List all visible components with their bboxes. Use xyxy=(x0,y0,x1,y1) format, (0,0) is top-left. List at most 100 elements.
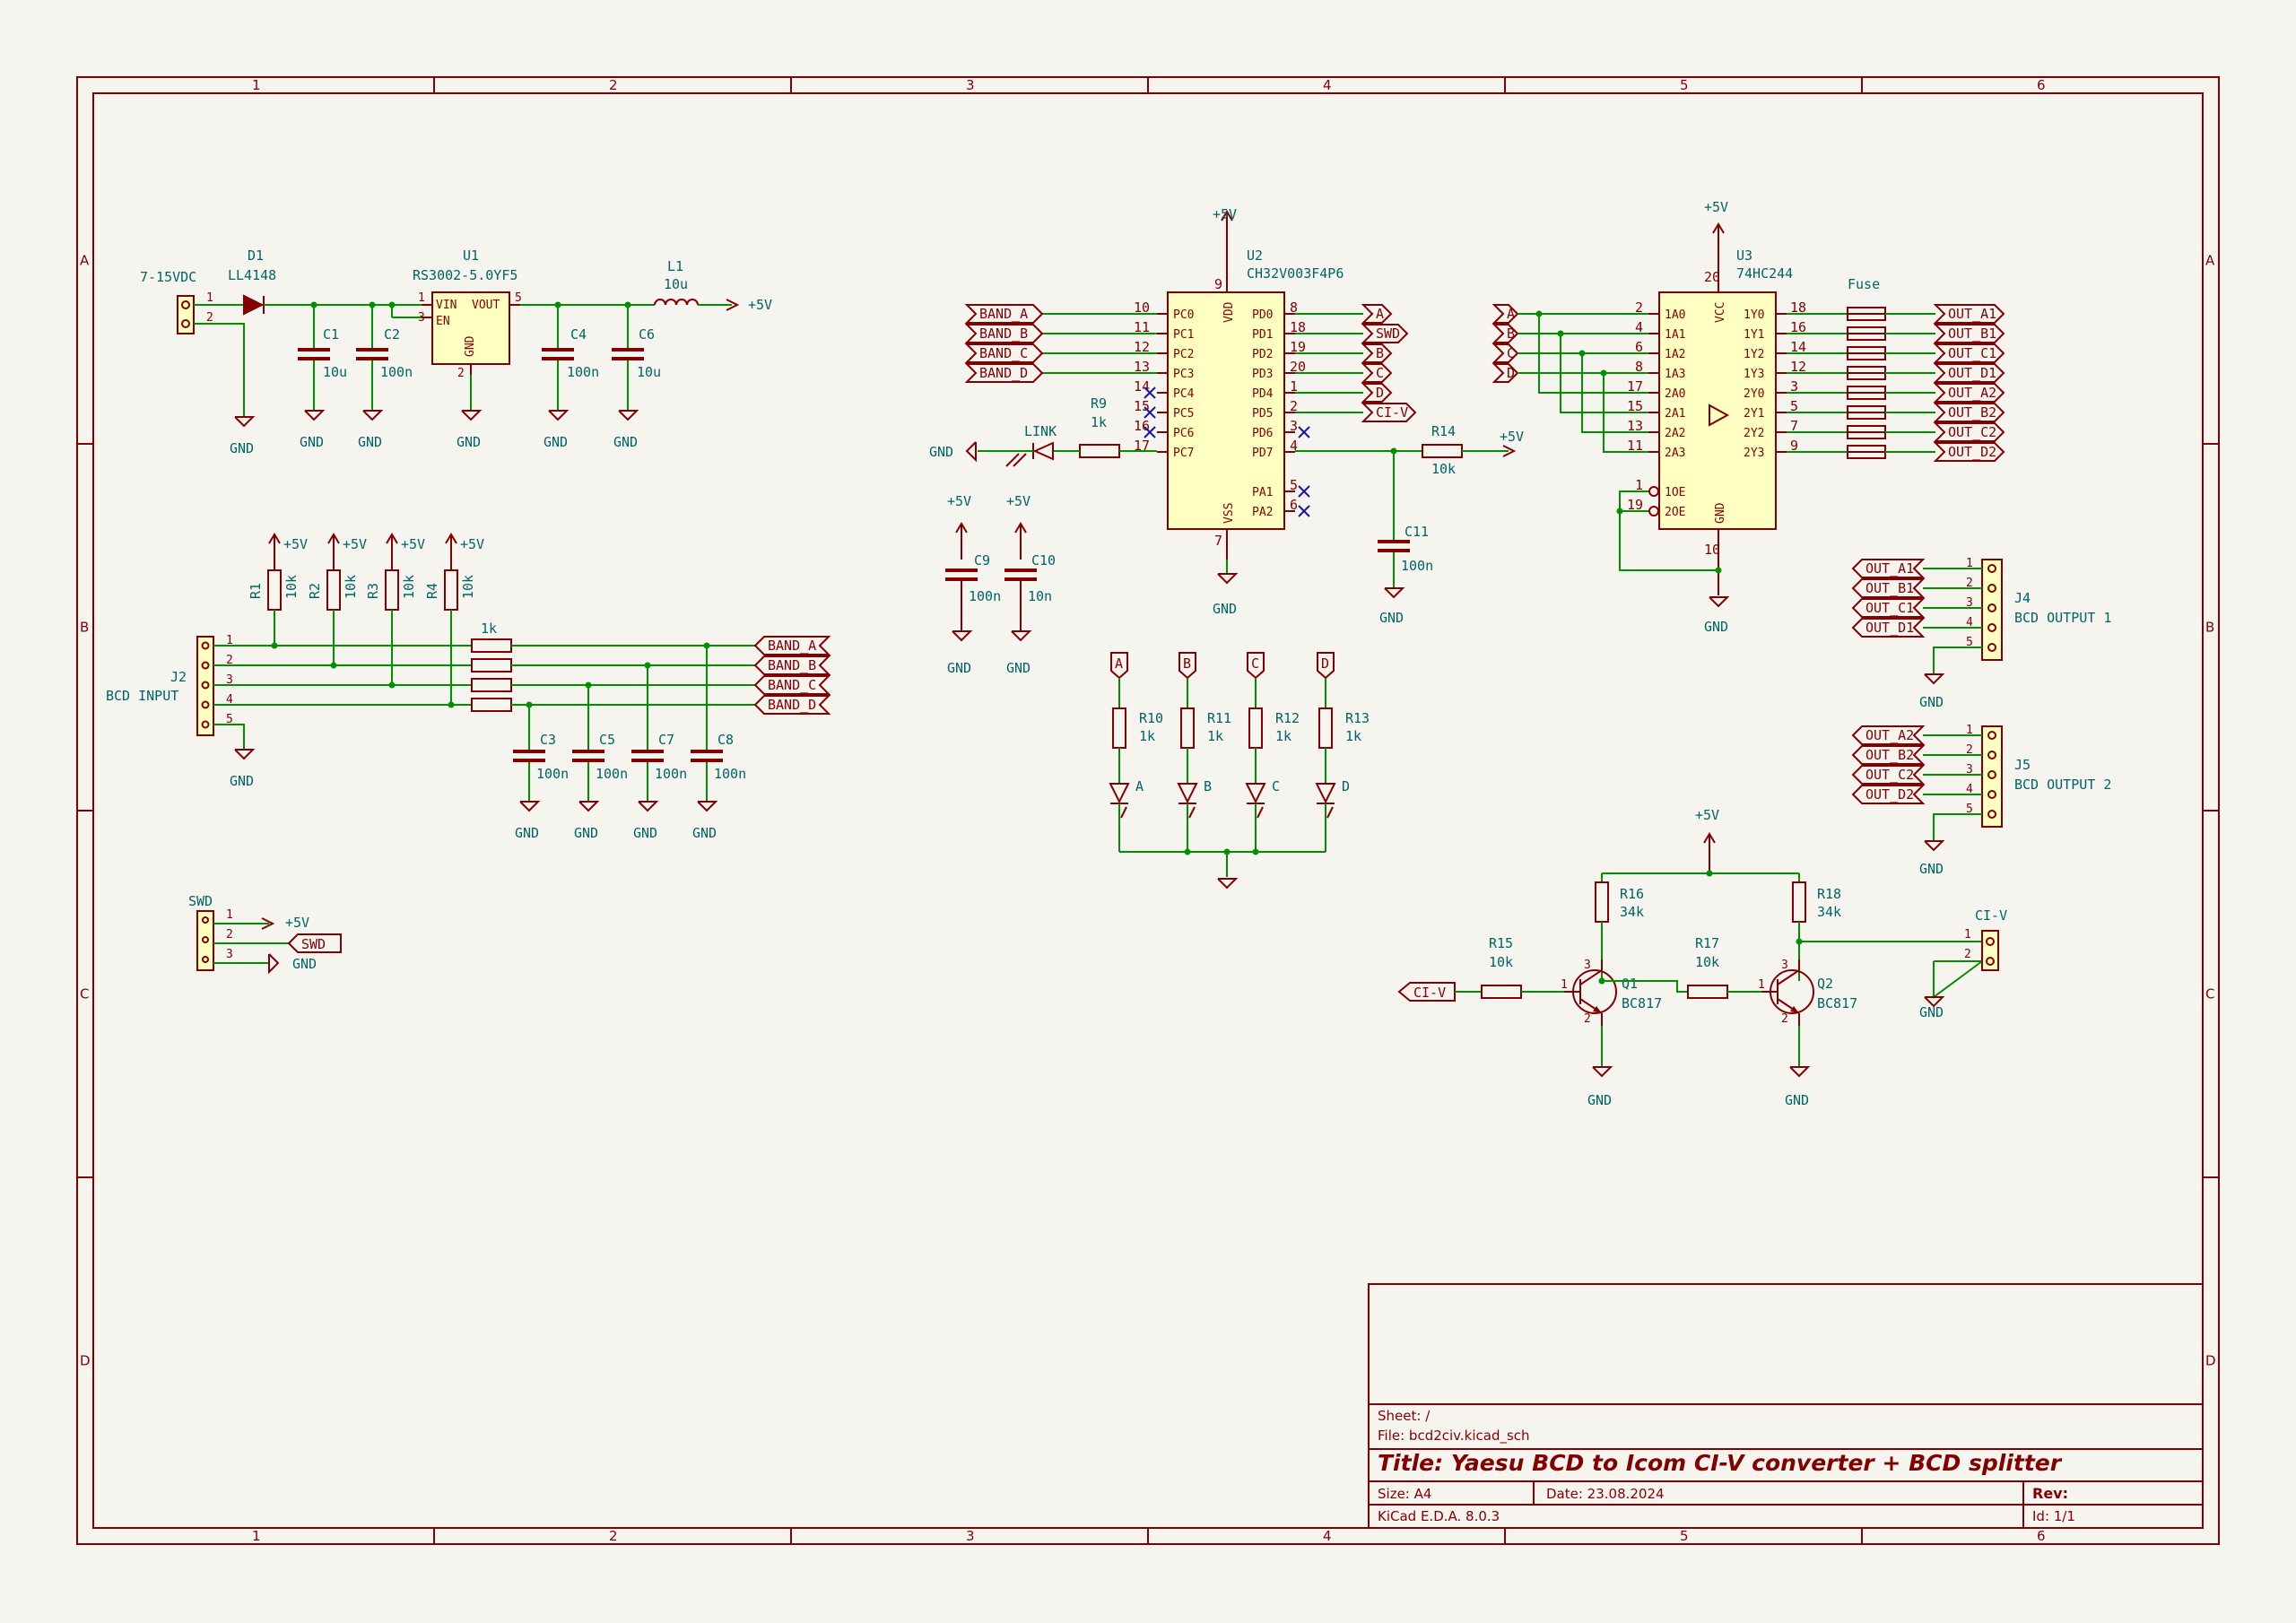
tb-id: Id: 1/1 xyxy=(2032,1508,2075,1524)
svg-text:5: 5 xyxy=(226,713,233,726)
svg-text:R11: R11 xyxy=(1207,710,1231,726)
svg-text:13: 13 xyxy=(1134,359,1150,375)
svg-text:D: D xyxy=(1376,385,1384,401)
r9-val: 1k xyxy=(1091,414,1107,430)
svg-text:3: 3 xyxy=(418,311,425,325)
mcu-band-label-1: BAND_B xyxy=(964,324,1044,343)
cap-C7-gnd-label: GND xyxy=(633,825,657,841)
svg-text:D: D xyxy=(1507,365,1515,381)
c2-gnd-symbol xyxy=(362,410,384,421)
border-row-left-C: C xyxy=(80,986,89,1002)
j5-label-1: OUT_B2 xyxy=(1851,745,1926,765)
svg-text:GND: GND xyxy=(1919,861,1944,877)
svg-text:C8: C8 xyxy=(718,732,734,748)
border-row-right-A: A xyxy=(2205,253,2215,269)
tb-file: File: bcd2civ.kicad_sch xyxy=(1378,1428,1530,1445)
svg-text:2: 2 xyxy=(1966,577,1973,590)
svg-text:C: C xyxy=(1272,778,1280,794)
cap-C8-gnd-symbol xyxy=(697,801,718,812)
svg-text:OUT_C1: OUT_C1 xyxy=(1948,345,1996,361)
svg-text:1: 1 xyxy=(418,291,425,305)
svg-text:10k: 10k xyxy=(401,575,417,599)
svg-text:B: B xyxy=(1183,655,1191,672)
border-row-left-A: A xyxy=(80,253,90,269)
c6-val: 10u xyxy=(637,364,661,380)
c4-gnd-label: GND xyxy=(544,434,568,450)
svg-text:3: 3 xyxy=(1966,596,1973,610)
svg-text:15: 15 xyxy=(1627,398,1643,414)
svg-text:PC7: PC7 xyxy=(1173,447,1194,460)
series-resistor-value: 1k xyxy=(481,621,497,637)
svg-text:B: B xyxy=(1204,778,1212,794)
svg-text:1Y2: 1Y2 xyxy=(1744,348,1764,361)
civ-connector-label: CI-V xyxy=(1975,907,2007,924)
c10-plus5: +5V xyxy=(1006,493,1031,509)
svg-text:14: 14 xyxy=(1134,378,1150,395)
svg-text:2A2: 2A2 xyxy=(1665,427,1685,440)
c2-val: 100n xyxy=(380,364,413,380)
q2-val: BC817 xyxy=(1817,995,1857,1011)
svg-text:OUT_D1: OUT_D1 xyxy=(1948,365,1996,381)
u2-body xyxy=(1167,291,1285,530)
c6-ref: C6 xyxy=(639,326,655,343)
svg-text:PC0: PC0 xyxy=(1173,308,1194,322)
l1-ref: L1 xyxy=(667,258,683,274)
tb-size: Size: A4 xyxy=(1378,1486,1431,1502)
svg-text:2: 2 xyxy=(226,928,233,942)
svg-text:3: 3 xyxy=(226,673,233,687)
svg-text:B: B xyxy=(1507,325,1515,342)
svg-text:BAND_D: BAND_D xyxy=(768,697,816,713)
u1-val: RS3002-5.0YF5 xyxy=(413,267,517,283)
series-resistor-1 xyxy=(471,638,512,653)
cap-C7-gnd-symbol xyxy=(638,801,659,812)
j4-val: BCD OUTPUT 1 xyxy=(2014,610,2111,626)
svg-text:11: 11 xyxy=(1627,438,1643,454)
svg-text:1Y0: 1Y0 xyxy=(1744,308,1764,322)
svg-text:19: 19 xyxy=(1627,497,1643,513)
mcu-out-label-0: A xyxy=(1361,304,1393,324)
border-row-right-C: C xyxy=(2205,986,2214,1002)
svg-text:4: 4 xyxy=(1290,438,1298,454)
svg-text:5: 5 xyxy=(1790,398,1798,414)
svg-text:D: D xyxy=(1342,778,1350,794)
c9-c10-decoupling: +5V C9 100n GND +5V C10 10n GND xyxy=(945,493,1056,676)
svg-text:2Y0: 2Y0 xyxy=(1744,387,1764,401)
series-resistor-4 xyxy=(471,698,512,712)
fuse-label: Fuse xyxy=(1848,276,1880,292)
svg-text:1: 1 xyxy=(1758,978,1765,992)
c4-val: 100n xyxy=(567,364,599,380)
svg-text:18: 18 xyxy=(1290,319,1306,335)
svg-text:1: 1 xyxy=(1561,978,1568,992)
svg-text:OUT_A2: OUT_A2 xyxy=(1948,385,1996,401)
c2-ref: C2 xyxy=(384,326,400,343)
mcu-out-label-3: C xyxy=(1361,363,1393,383)
r18-ref: R18 xyxy=(1817,886,1841,902)
pullup-R2 xyxy=(326,569,341,611)
power-supply-section: 7-15VDC 12 D1 LL4148 C1 10u C2 100n xyxy=(140,247,772,456)
svg-text:PD7: PD7 xyxy=(1252,447,1273,460)
led-input-label-B: B xyxy=(1178,652,1196,680)
c4-ref: C4 xyxy=(570,326,587,343)
buffer-out-label-7: OUT_D2 xyxy=(1933,442,2005,462)
c10-ref: C10 xyxy=(1031,552,1056,568)
svg-text:16: 16 xyxy=(1790,319,1806,335)
svg-text:PD3: PD3 xyxy=(1252,368,1273,381)
buffer-in-label-D: D xyxy=(1492,363,1519,383)
svg-text:10k: 10k xyxy=(343,575,359,599)
svg-text:PA2: PA2 xyxy=(1252,506,1273,519)
border-row-right-B: B xyxy=(2205,620,2214,636)
svg-text:8: 8 xyxy=(1290,299,1298,316)
c11-gnd: GND xyxy=(1379,610,1404,626)
u2-vss: VSS xyxy=(1222,503,1236,524)
civ-connector: 12 CI-V xyxy=(1964,907,2007,971)
q2-ref: Q2 xyxy=(1817,976,1833,992)
svg-text:OUT_A1: OUT_A1 xyxy=(1948,306,1996,322)
r9 xyxy=(1079,444,1120,458)
mcu-out-label-5: CI-V xyxy=(1361,403,1417,422)
svg-text:2Y2: 2Y2 xyxy=(1744,427,1764,440)
j5-label-0: OUT_A2 xyxy=(1851,725,1926,745)
svg-text:1A3: 1A3 xyxy=(1665,368,1685,381)
j1-gnd-symbol xyxy=(234,416,256,428)
svg-text:8: 8 xyxy=(1635,359,1643,375)
